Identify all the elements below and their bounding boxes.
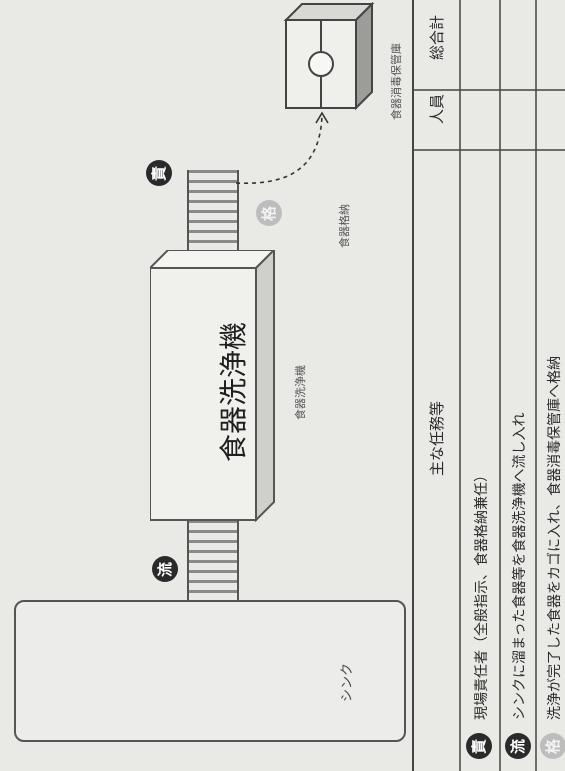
row-1-task: 現場責任者（全般指示、食器格納兼任） [474, 468, 490, 720]
outlet-conveyor [187, 170, 239, 250]
row-1-badge: 責 [466, 733, 492, 759]
dishwasher-caption: 食器洗浄機 [294, 365, 307, 420]
dishwasher-title: 食器洗浄機 [217, 321, 250, 462]
staff-header: 人員 [428, 93, 446, 124]
task-table: 主な任務等 人員 総合計 責 現場責任者（全般指示、食器格納兼任） 流 シンクに… [412, 0, 565, 771]
cabinet [283, 2, 375, 111]
flow-arrow [235, 111, 329, 185]
storage-area-label: 食器格納 [338, 204, 351, 248]
badge-nagashi: 流 [152, 556, 178, 582]
sink [14, 600, 406, 742]
sink-label: シンク [340, 662, 355, 702]
inlet-conveyor [187, 520, 239, 600]
badge-kaku: 格 [256, 200, 282, 226]
dishwasher-box [150, 250, 276, 523]
total-header: 総合計 [428, 14, 446, 60]
table-grid [412, 0, 565, 771]
row-2-badge: 流 [505, 733, 531, 759]
task-header: 主な任務等 [428, 400, 446, 476]
row-3-task: 洗浄が完了した食器をカゴに入れ、食器消毒保管庫へ格納 [547, 355, 563, 720]
badge-sekinin: 責 [146, 160, 172, 186]
row-3-badge: 格 [540, 733, 565, 759]
cabinet-label: 食器消毒保管庫 [390, 43, 403, 120]
row-2-task: シンクに溜まった食器等を食器洗浄機へ流し入れ [512, 412, 528, 720]
